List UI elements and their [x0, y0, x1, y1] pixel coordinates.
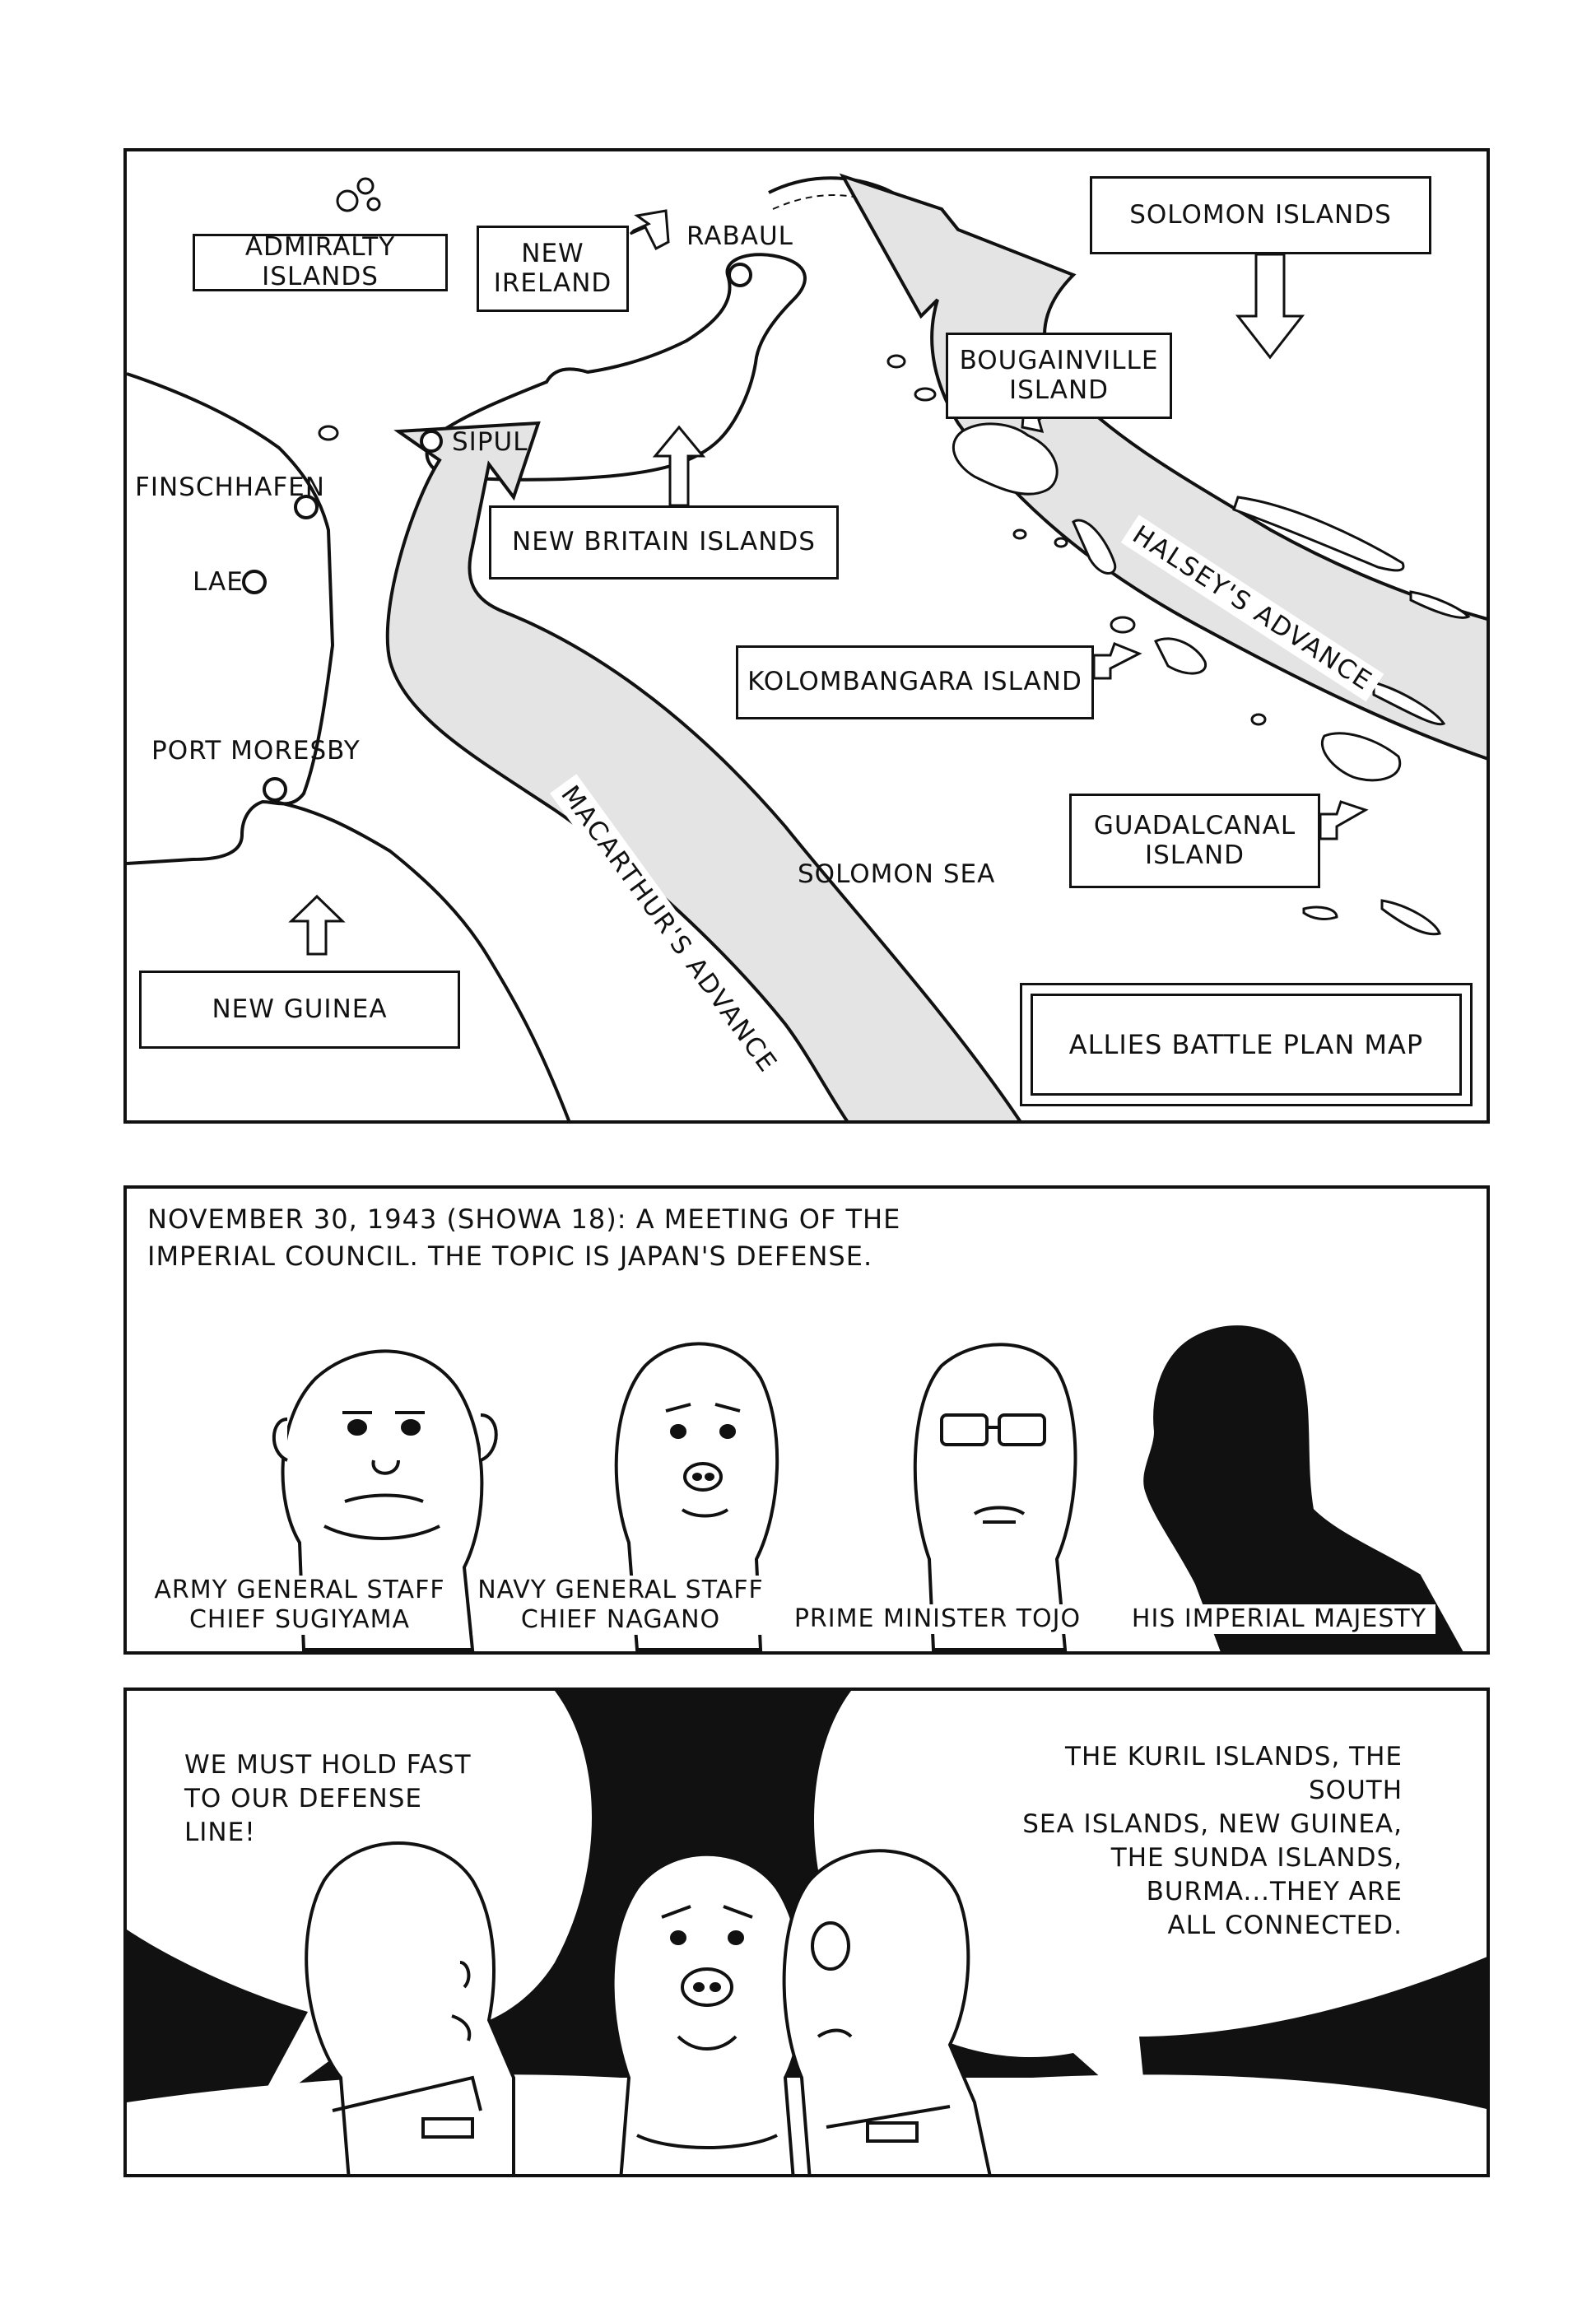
guadalcanal-pointer-arrow	[1319, 800, 1369, 840]
halsey-advance-band	[839, 173, 1487, 761]
sipul-label: SIPUL	[452, 427, 528, 457]
macarthur-advance-arrow	[385, 421, 1021, 1120]
map-drawing	[127, 173, 1487, 1120]
right-speech-text: THE KURIL ISLANDS, THE SOUTH SEA ISLANDS…	[1022, 1742, 1403, 1940]
nagano-figure	[614, 1342, 779, 1651]
left-general-figure	[305, 1841, 515, 2174]
council-figures-drawing	[272, 1325, 1463, 1651]
emperor-name-label: HIS IMPERIAL MAJESTY	[1123, 1604, 1435, 1634]
new-ireland-pointer-arrow	[629, 209, 670, 251]
guadalcanal-shape	[1321, 732, 1402, 782]
emperor-silhouette	[1143, 1325, 1463, 1651]
admiralty-islands-label: ADMIRALTY ISLANDS	[193, 233, 448, 291]
generals-panel: WE MUST HOLD FAST TO OUR DEFENSE LINE! T…	[123, 1688, 1490, 2177]
tojo-figure	[913, 1343, 1077, 1651]
sipul-marker	[420, 430, 443, 453]
guadalcanal-island-label: GUADALCANAL ISLAND	[1069, 794, 1320, 888]
map-panel: ADMIRALTY ISLANDS NEW IRELAND RABAUL SOL…	[123, 148, 1490, 1124]
solomon-pointer-arrow	[1235, 253, 1305, 360]
solomon-islands-label: SOLOMON ISLANDS	[1090, 176, 1431, 254]
kolombangara-island-label: KOLOMBANGARA ISLAND	[736, 645, 1094, 719]
port-moresby-marker	[263, 777, 287, 802]
tojo-name-label: PRIME MINISTER TOJO	[789, 1604, 1086, 1634]
generals-drawing	[127, 1691, 1487, 2174]
sugiyama-name-label: ARMY GENERAL STAFF CHIEF SUGIYAMA	[143, 1576, 456, 1635]
new-guinea-label: NEW GUINEA	[139, 971, 460, 1049]
solomon-sea-label: SOLOMON SEA	[798, 859, 996, 889]
caption-line-2: IMPERIAL COUNCIL. THE TOPIC IS JAPAN'S D…	[147, 1241, 873, 1272]
new-britain-islands-label: NEW BRITAIN ISLANDS	[489, 505, 839, 580]
sugiyama-figure	[272, 1349, 498, 1651]
bougainville-shape	[952, 422, 1059, 496]
caption-line-1: NOVEMBER 30, 1943 (SHOWA 18): A MEETING …	[147, 1203, 901, 1235]
new-guinea-south-coast	[274, 800, 571, 1120]
bougainville-island-label: BOUGAINVILLE ISLAND	[946, 333, 1172, 419]
right-speech-balloon	[814, 1691, 1487, 2119]
nagano-name-label: NAVY GENERAL STAFF CHIEF NAGANO	[472, 1576, 769, 1635]
lae-marker	[242, 570, 267, 594]
finschhafen-marker	[294, 495, 319, 519]
port-moresby-label: PORT MORESBY	[151, 736, 361, 766]
finschhafen-label: FINSCHHAFEN	[135, 473, 325, 502]
new-guinea-coastline	[127, 372, 335, 865]
middle-general-figure	[611, 1852, 805, 2174]
new-guinea-pointer-arrow	[288, 894, 346, 956]
new-britain-pointer-arrow	[652, 425, 706, 507]
right-general-figure	[782, 1849, 992, 2174]
rabaul-marker	[728, 263, 752, 287]
new-ireland-label: NEW IRELAND	[477, 226, 629, 312]
lae-label: LAE	[193, 567, 244, 597]
rabaul-label: RABAUL	[686, 221, 793, 251]
map-legend-box: ALLIES BATTLE PLAN MAP	[1020, 983, 1473, 1106]
kolombangara-pointer-arrow	[1092, 642, 1142, 680]
council-panel: NOVEMBER 30, 1943 (SHOWA 18): A MEETING …	[123, 1185, 1490, 1655]
left-speech-text: WE MUST HOLD FAST TO OUR DEFENSE LINE!	[184, 1750, 472, 1847]
map-legend-title: ALLIES BATTLE PLAN MAP	[1031, 994, 1462, 1096]
